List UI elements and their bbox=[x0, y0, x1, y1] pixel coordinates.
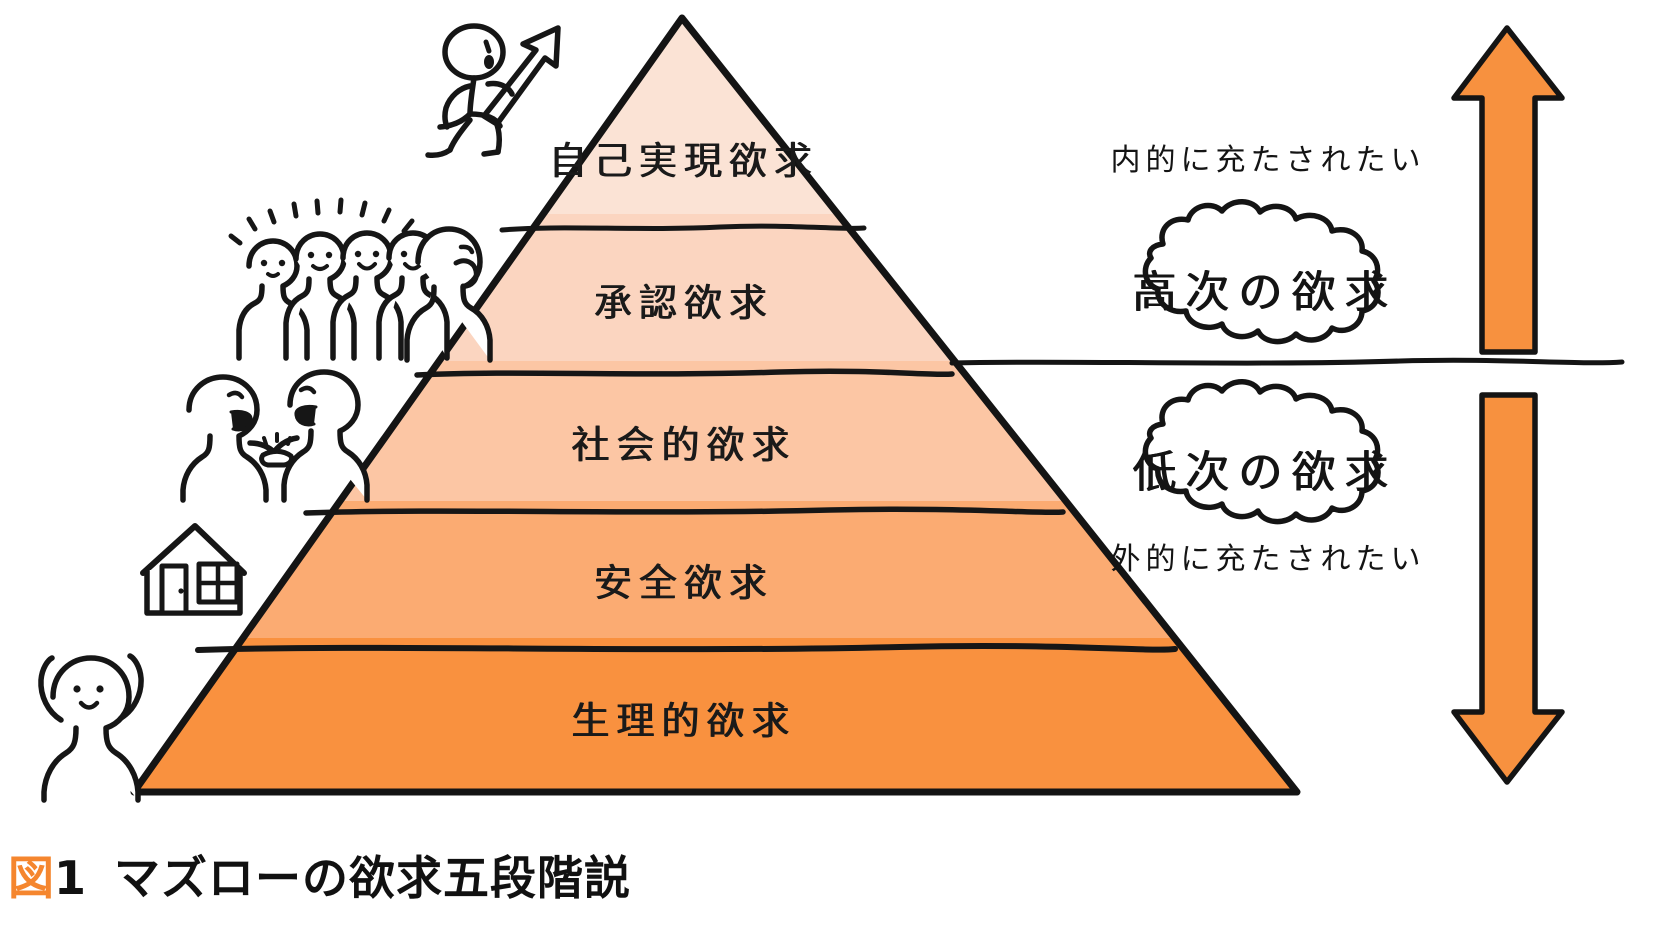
house-icon bbox=[140, 523, 247, 616]
tier-fill-self-actualization bbox=[134, 18, 1297, 214]
tier-fill-esteem bbox=[134, 214, 1297, 361]
crowd-praising-icon bbox=[228, 197, 493, 363]
upper-cloud-shape bbox=[1142, 199, 1381, 345]
tier-label-esteem: 承認欲求 bbox=[593, 281, 775, 325]
tier-fill-physiological bbox=[134, 638, 1297, 792]
tier-divider-lines bbox=[195, 223, 1178, 653]
figure-number-value: 1 bbox=[54, 851, 87, 905]
horizontal-divider bbox=[949, 357, 1625, 366]
orange-arrow-down-icon bbox=[1451, 392, 1565, 785]
upper-cloud-text: 高次の欲求 bbox=[1132, 267, 1398, 318]
tier-label-self-actualization: 自己実現欲求 bbox=[548, 139, 820, 183]
right-annotations-svg bbox=[949, 25, 1625, 785]
illustrations-group bbox=[38, 23, 561, 803]
orange-arrow-up-icon bbox=[1451, 25, 1565, 355]
upper-note-text: 内的に充たされたい bbox=[1110, 143, 1426, 178]
tier-label-safety: 安全欲求 bbox=[593, 561, 775, 605]
figure-caption-title: マズローの欲求五段階説 bbox=[114, 851, 632, 905]
figure-number: 図1 bbox=[8, 855, 86, 901]
tier-label-physiological: 生理的欲求 bbox=[571, 699, 797, 743]
handshake-people-icon bbox=[180, 369, 370, 503]
lower-note-text: 外的に充たされたい bbox=[1110, 542, 1426, 577]
climbing-person-icon bbox=[425, 23, 515, 158]
figure-number-prefix: 図 bbox=[8, 851, 54, 905]
lower-cloud-shape bbox=[1142, 379, 1381, 525]
sketch-arrow-up-icon bbox=[481, 25, 561, 127]
lower-cloud-text: 低次の欲求 bbox=[1132, 447, 1398, 498]
cheering-person-icon bbox=[38, 653, 144, 803]
tier-label-social: 社会的欲求 bbox=[571, 423, 797, 467]
figure-caption: 図1 マズローの欲求五段階説 bbox=[8, 855, 631, 901]
pyramid-outline bbox=[130, 14, 1301, 796]
